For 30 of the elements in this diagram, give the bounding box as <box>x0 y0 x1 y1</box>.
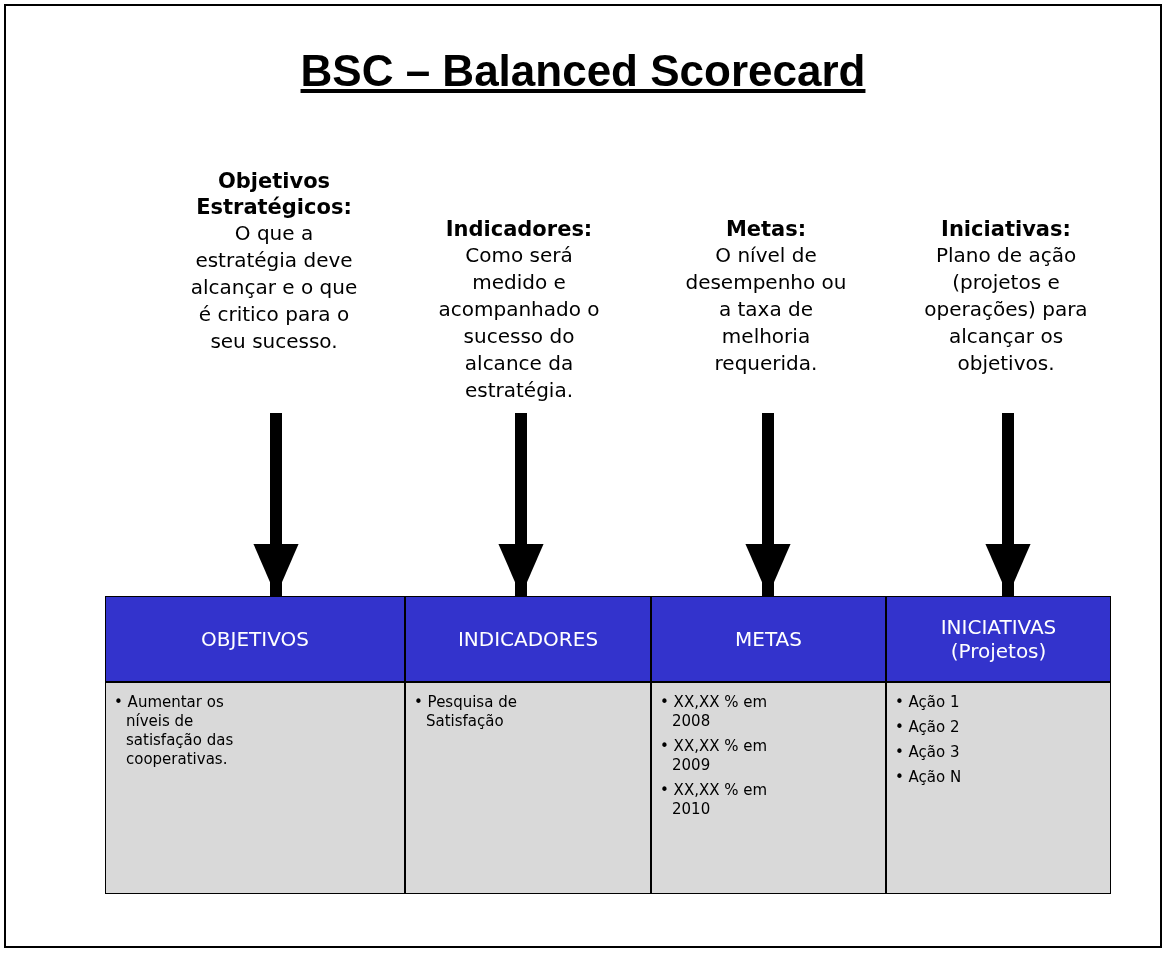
column-header: METAS <box>651 596 886 682</box>
description-text: O que a estratégia deve alcançar e o que é critico para o seu sucesso. <box>189 220 359 355</box>
bullet-item: • XX,XX % em 2008 <box>660 693 769 731</box>
heading-text: Metas: <box>724 216 808 242</box>
bullet-item: • Pesquisa de Satisfação <box>414 693 518 731</box>
bullet-item: • Ação 3 <box>895 743 961 762</box>
column-header: OBJETIVOS <box>105 596 405 682</box>
description-text: Plano de ação (projetos e operações) para alcançar os objetivos. <box>923 242 1089 377</box>
title: BSC – Balanced Scorecard <box>300 46 866 95</box>
table-cell <box>105 682 405 894</box>
heading-text: Indicadores: <box>444 216 594 242</box>
arrow <box>985 413 1031 596</box>
heading-text: Iniciativas: <box>940 216 1072 242</box>
description-text: Como será medido e acompanhado o sucesso do alcance da estratégia. <box>437 242 601 404</box>
bullet-item: • XX,XX % em 2009 <box>660 737 769 775</box>
heading-text: Objetivos Estratégicos: <box>195 168 353 220</box>
column-header: INDICADORES <box>405 596 651 682</box>
arrow <box>498 413 544 596</box>
bullet-item: • Ação 1 <box>895 693 961 712</box>
table-cell <box>405 682 651 894</box>
table-cell <box>886 682 1111 894</box>
bullet-item: • XX,XX % em 2010 <box>660 781 769 819</box>
arrow <box>253 413 299 596</box>
bullet-item: • Aumentar os níveis de satisfação das cooperativas. <box>114 693 235 769</box>
description-text: O nível de desempenho ou a taxa de melhoria requerida. <box>684 242 848 377</box>
bullet-item: • Ação N <box>895 768 963 787</box>
column-header: INICIATIVAS (Projetos) <box>886 596 1111 682</box>
arrow <box>745 413 791 596</box>
table-cell <box>651 682 886 894</box>
bullet-item: • Ação 2 <box>895 718 961 737</box>
